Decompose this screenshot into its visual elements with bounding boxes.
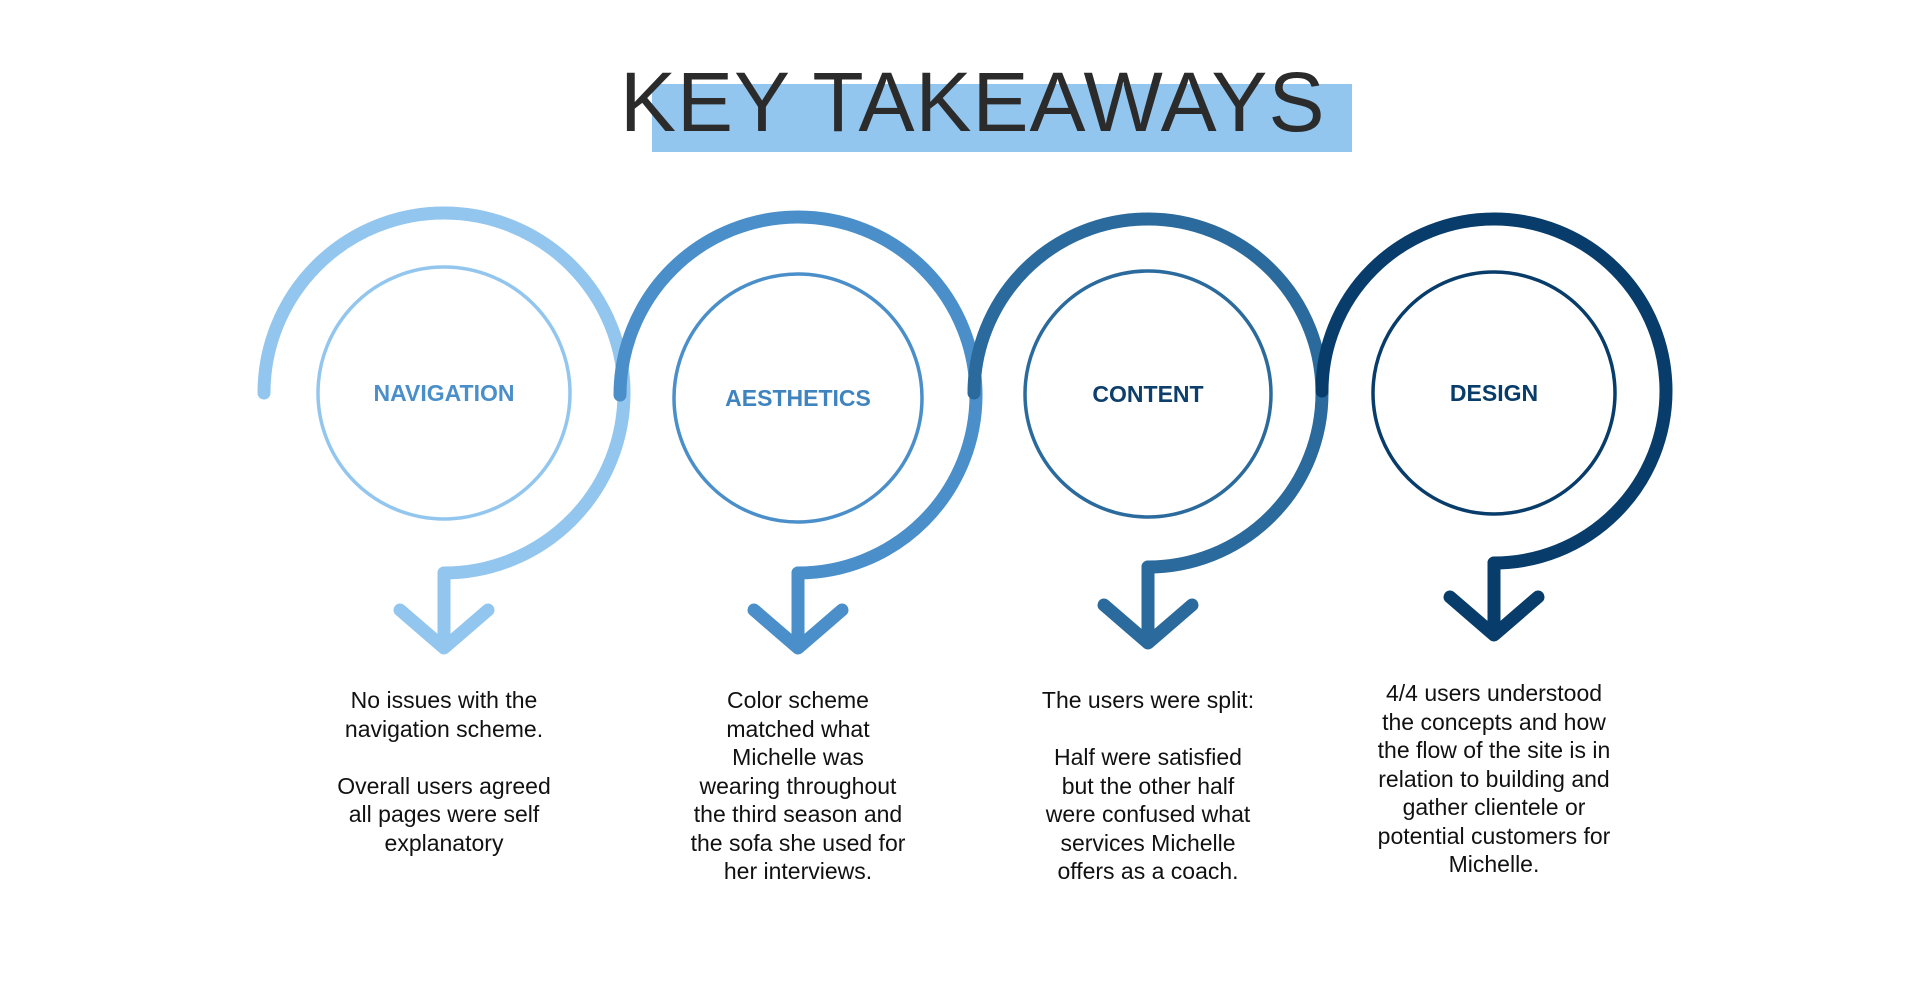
step-1-description: No issues with the navigation scheme. Ov… [337,687,551,856]
step-content: CONTENT [967,212,1329,650]
step-navigation: NAVIGATION [257,206,631,655]
title-highlight-bar [652,84,1352,152]
step-1-arrow-head-icon [393,603,495,655]
step-1-label: NAVIGATION [374,380,515,406]
step-2-inner-circle [672,272,924,524]
step-4-label: DESIGN [1450,380,1538,406]
title-block: KEY TAKEAWAYS [620,52,1360,162]
step-design: DESIGN [1315,212,1673,642]
step-4-description: 4/4 users understood the concepts and ho… [1377,680,1611,877]
step-3-inner-circle [1023,269,1273,519]
step-4-arc [1315,212,1673,570]
page-title: KEY TAKEAWAYS [620,55,1326,149]
step-3-description: The users were split: Half were satisfie… [1041,687,1255,884]
step-1-inner-circle [316,265,572,521]
step-1-arc [257,206,631,580]
step-4-inner-circle [1371,270,1617,516]
step-aesthetics: AESTHETICS [613,210,983,655]
step-2-arrow-head-icon [747,603,849,655]
step-2-description: Color scheme matched what Michelle was w… [690,687,906,884]
step-3-arrow-head-icon [1097,598,1199,650]
step-3-label: CONTENT [1092,381,1203,407]
step-3-arc [967,212,1329,574]
step-2-label: AESTHETICS [725,385,871,411]
step-4-arrow-head-icon [1443,590,1545,642]
step-2-arc [613,210,983,580]
